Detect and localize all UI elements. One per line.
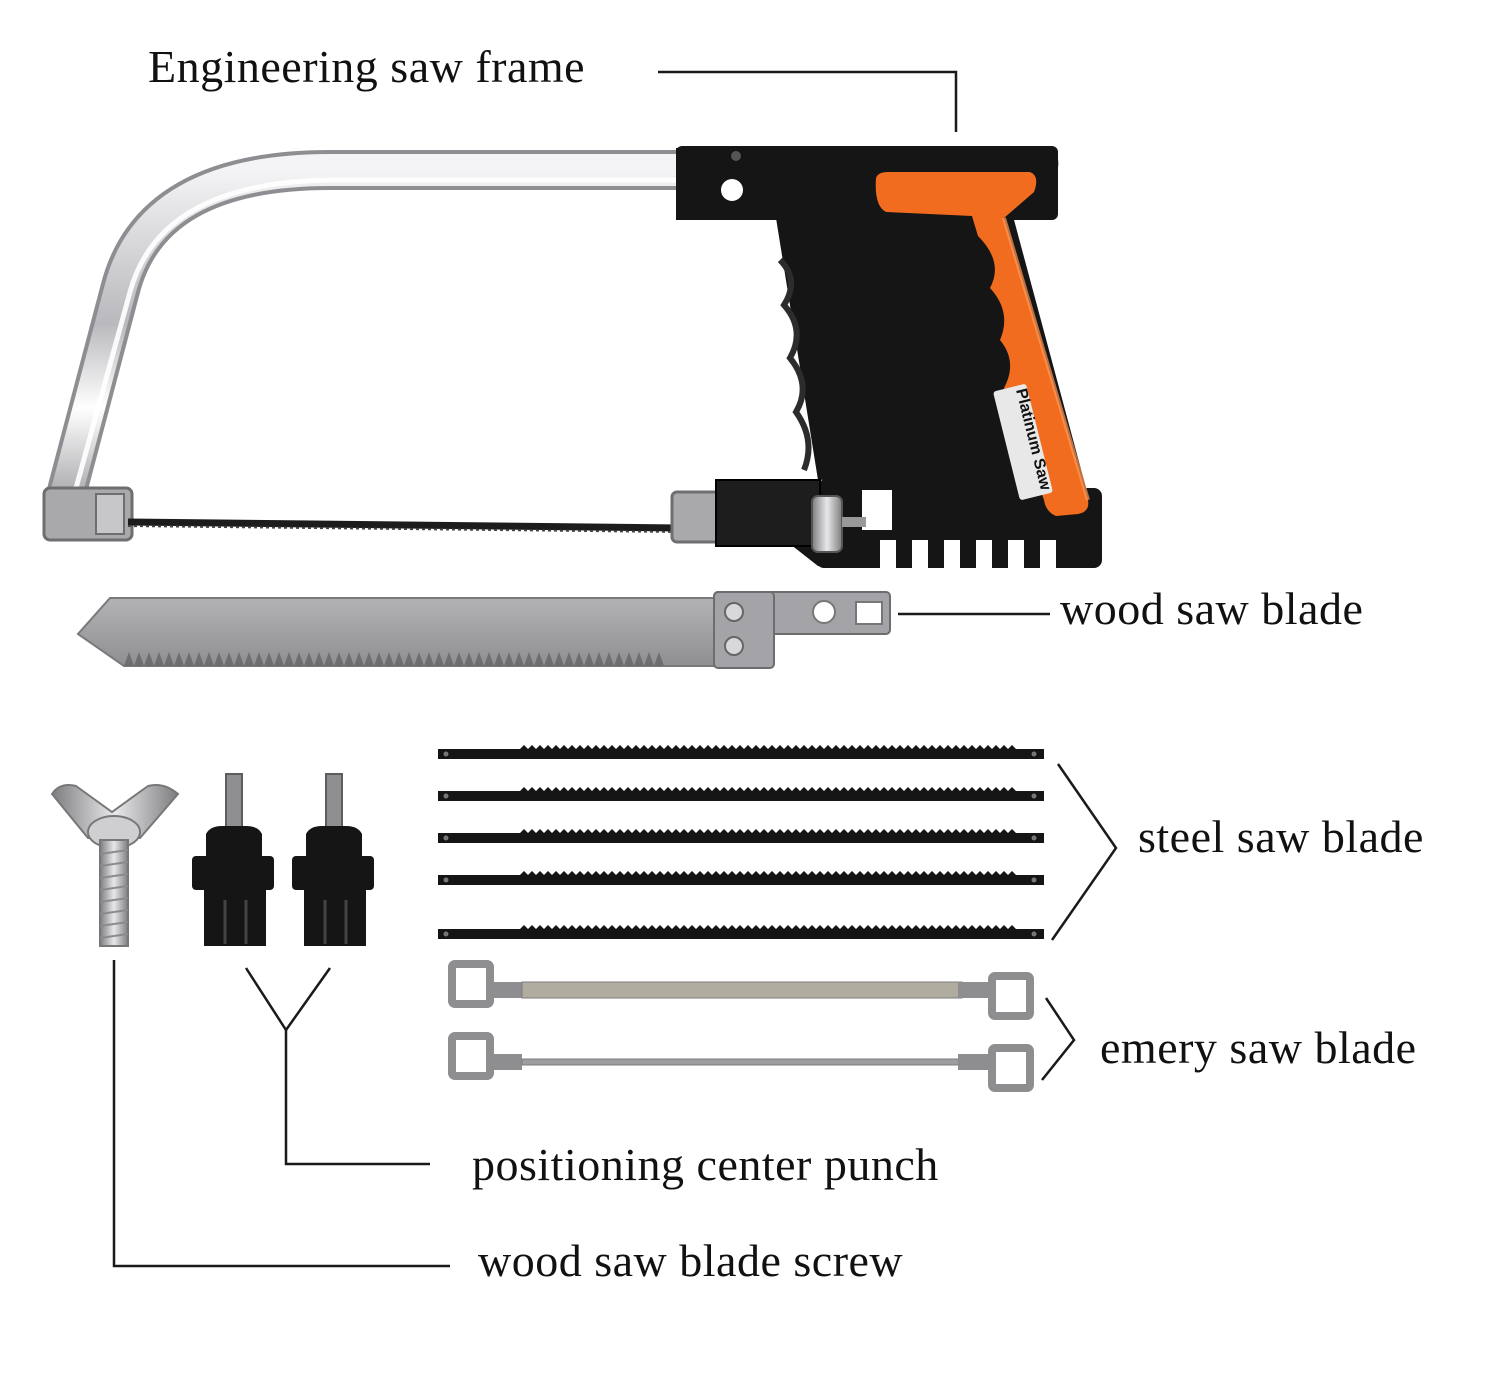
- wood-blade-body: [76, 597, 771, 667]
- wood-saw-blade: [76, 591, 891, 669]
- center-punch-right: [292, 773, 374, 946]
- leader-frame: [658, 70, 958, 132]
- steel-saw-blade: [438, 925, 1044, 939]
- label-wood-saw-blade: wood saw blade: [1060, 583, 1364, 634]
- leader-punch-stem: [284, 1030, 430, 1166]
- steel-saw-blade: [438, 871, 1044, 885]
- bracket-steel: [1050, 763, 1118, 941]
- chrome-bow-highlight: [46, 154, 680, 515]
- bracket-emery: [1041, 997, 1076, 1081]
- label-steel-saw-blade: steel saw blade: [1138, 811, 1424, 862]
- label-emery-saw-blade: emery saw blade: [1100, 1022, 1417, 1073]
- leader-screw: [112, 960, 450, 1268]
- steel-saw-blade: [438, 829, 1044, 843]
- leader-punch: [244, 967, 332, 1033]
- emery-saw-blades: [448, 960, 1034, 1092]
- steel-saw-blades: [438, 745, 1044, 939]
- steel-saw-blade: [438, 745, 1044, 759]
- leader-lines: [112, 70, 1118, 1268]
- tension-knob: [811, 495, 843, 553]
- wood-blade-teeth: [124, 652, 664, 666]
- steel-saw-blade: [438, 787, 1044, 801]
- emery-saw-blade: [448, 960, 1034, 1020]
- label-positioning-center-punch: positioning center punch: [472, 1139, 939, 1190]
- label-engineering-saw-frame: Engineering saw frame: [148, 41, 586, 92]
- installed-blade: [127, 518, 681, 532]
- center-punch-left: [192, 773, 274, 946]
- base-slots: [880, 540, 1056, 570]
- emery-saw-blade: [448, 1032, 1034, 1092]
- saw-frame: Platinum Saw: [42, 146, 1102, 570]
- wing-screw: [50, 784, 180, 947]
- label-wood-saw-blade-screw: wood saw blade screw: [478, 1235, 904, 1286]
- frame-hole: [721, 179, 743, 201]
